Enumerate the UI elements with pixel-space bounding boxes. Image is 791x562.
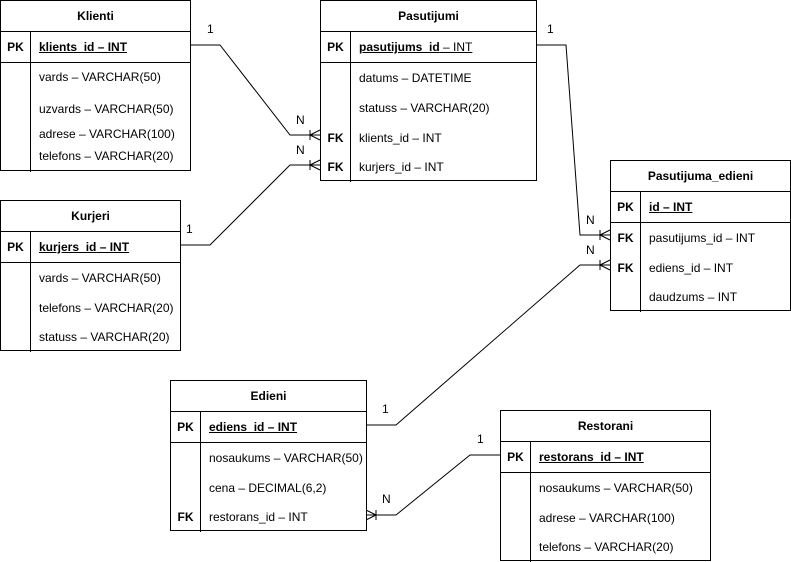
cardinality-label: 1 <box>547 22 554 36</box>
attribute-row: telefons – VARCHAR(20) <box>1 145 190 172</box>
cardinality-label: N <box>296 113 305 127</box>
entity-restorani[interactable]: Restorani PK restorans_id – INT nosaukum… <box>500 410 711 562</box>
pk-marker: PK <box>611 192 641 222</box>
entity-title: Pasutijuma_edieni <box>611 161 790 192</box>
attribute-row: adrese – VARCHAR(100) <box>1 120 190 145</box>
cardinality-label: N <box>296 143 305 157</box>
pk-field-name: pasutijums_id <box>359 40 440 54</box>
pk-row: PK id – INT <box>611 192 790 223</box>
pk-field-name: klients_id <box>39 40 95 54</box>
crows-foot-icon <box>599 259 611 271</box>
pk-row: PK kurjers_id – INT <box>1 232 180 263</box>
attribute-list: datums – DATETIME statuss – VARCHAR(20) … <box>321 63 536 182</box>
attribute-row: uzvards – VARCHAR(50) <box>1 92 190 120</box>
pk-marker: PK <box>1 232 31 262</box>
pk-field-type: – INT <box>94 40 128 54</box>
pk-field-name: restorans_id <box>539 450 612 464</box>
pk-row: PK pasutijums_id – INT <box>321 32 536 63</box>
pk-row: PK restorans_id – INT <box>501 442 710 473</box>
attribute-row: nosaukums – VARCHAR(50) <box>171 443 366 473</box>
cardinality-label: N <box>586 243 595 257</box>
attribute-row: cena – DECIMAL(6,2) <box>171 473 366 503</box>
crows-foot-icon <box>309 159 321 171</box>
pk-field-name: id <box>649 200 660 214</box>
entity-title: Pasutijumi <box>321 1 536 32</box>
pk-field-type: – INT <box>96 240 130 254</box>
rel-edieni-pasutijuma-edieni <box>366 264 610 426</box>
crows-foot-icon <box>309 129 321 141</box>
pk-marker: PK <box>501 442 531 472</box>
pk-field-type: – INT <box>264 420 298 434</box>
attribute-list: nosaukums – VARCHAR(50) cena – DECIMAL(6… <box>171 443 366 532</box>
entity-title: Restorani <box>501 411 710 442</box>
pk-field-type: – INT <box>439 40 473 54</box>
rel-kurjeri-pasutijumi <box>180 164 320 246</box>
pk-field-name: ediens_id <box>209 420 265 434</box>
attribute-list: nosaukums – VARCHAR(50) adrese – VARCHAR… <box>501 473 710 562</box>
cardinality-label: 1 <box>382 402 389 416</box>
pk-field-name: kurjers_id <box>39 240 97 254</box>
pk-marker: PK <box>1 32 31 62</box>
attribute-row: telefons – VARCHAR(20) <box>501 533 710 562</box>
attribute-row: statuss – VARCHAR(20) <box>321 93 536 123</box>
entity-kurjeri[interactable]: Kurjeri PK kurjers_id – INT vards – VARC… <box>0 200 181 352</box>
attribute-row: vards – VARCHAR(50) <box>1 63 190 92</box>
entity-title: Edieni <box>171 381 366 412</box>
attribute-row: daudzums – INT <box>611 283 790 312</box>
attribute-row: vards – VARCHAR(50) <box>1 263 180 293</box>
entity-pasutijumi[interactable]: Pasutijumi PK pasutijums_id – INT datums… <box>320 0 537 182</box>
rel-klienti-pasutijumi <box>190 44 320 136</box>
attribute-list: vards – VARCHAR(50) uzvards – VARCHAR(50… <box>1 63 190 172</box>
entity-edieni[interactable]: Edieni PK ediens_id – INT nosaukums – VA… <box>170 380 367 532</box>
cardinality-label: 1 <box>207 22 214 36</box>
crows-foot-icon <box>599 229 611 241</box>
rel-restorani-edieni <box>366 454 500 516</box>
pk-marker: PK <box>171 412 201 442</box>
entity-title: Kurjeri <box>1 201 180 232</box>
attribute-row: statuss – VARCHAR(20) <box>1 323 180 352</box>
cardinality-label: 1 <box>477 432 484 446</box>
cardinality-label: N <box>586 213 595 227</box>
attribute-row: telefons – VARCHAR(20) <box>1 293 180 323</box>
attribute-row: adrese – VARCHAR(100) <box>501 503 710 533</box>
pk-row: PK ediens_id – INT <box>171 412 366 443</box>
pk-marker: PK <box>321 32 351 62</box>
pk-row: PK klients_id – INT <box>1 32 190 63</box>
entity-title: Klienti <box>1 1 190 32</box>
entity-klienti[interactable]: Klienti PK klients_id – INT vards – VARC… <box>0 0 191 172</box>
attribute-list: vards – VARCHAR(50) telefons – VARCHAR(2… <box>1 263 180 352</box>
attribute-row: datums – DATETIME <box>321 63 536 93</box>
attribute-row: nosaukums – VARCHAR(50) <box>501 473 710 503</box>
rel-pasutijumi-pasutijuma-edieni <box>536 44 610 236</box>
cardinality-label: 1 <box>186 222 193 236</box>
crows-foot-icon <box>365 509 377 521</box>
cardinality-label: N <box>382 492 391 506</box>
pk-field-type: – INT <box>611 450 644 464</box>
pk-field-type: – INT <box>659 200 693 214</box>
